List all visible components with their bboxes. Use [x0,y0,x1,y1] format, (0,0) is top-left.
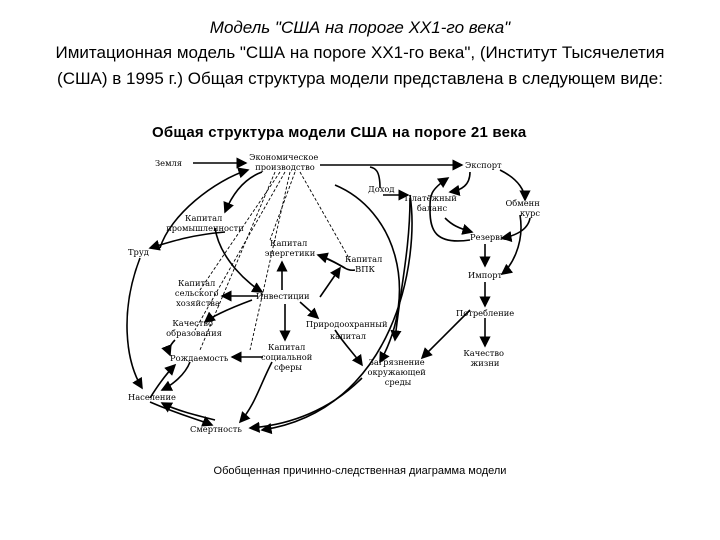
diagram-edges [126,157,531,435]
diagram-caption: Обобщенная причинно-следственная диаграм… [213,465,507,477]
node-economic-production: Экономическое производство [249,152,321,172]
diagram-title: Общая структура модели США на пороге 21 … [152,124,527,141]
node-payment-balance: Платёжный баланс [405,193,460,213]
node-population: Население [128,392,176,402]
node-energy-capital: Капитал энергетики [265,238,316,258]
page-title: Модель "США на пороге XX1-го века" [209,18,511,37]
node-consumption: Потребление [456,308,514,318]
node-mortality: Смертность [190,424,242,434]
node-agriculture-capital: Капитал сельского хозяйства [175,278,221,308]
node-fertility: Рождаемость [170,353,229,363]
diagram-dashed-links [194,171,351,351]
node-social-capital: Капитал социальной сферы [261,342,315,372]
node-reserves: Резервы [470,232,507,242]
node-import: Импорт [468,270,503,280]
node-income: Доход [368,184,395,194]
node-export: Экспорт [465,160,502,170]
node-earth: Земля [155,158,182,168]
node-labor: Труд [128,247,149,257]
node-education-quality: Качество образования [166,318,222,338]
node-vpk-capital: Капитал ВПК [345,254,385,274]
page-description: Имитационная модель "США на пороге XX1-г… [55,43,665,88]
causal-diagram: Земля Экономическое производство Экспорт… [126,152,541,435]
node-life-quality: Качество жизни [463,348,506,368]
node-industry-capital: Капитал промышленности [166,213,244,233]
node-investment: Инвестиции [256,291,310,301]
node-environment-capital: Природоохранный капитал [306,319,390,341]
node-exchange-rate: Обменный курс [506,198,541,218]
node-pollution: Загрязнение окружающей среды [368,357,429,387]
